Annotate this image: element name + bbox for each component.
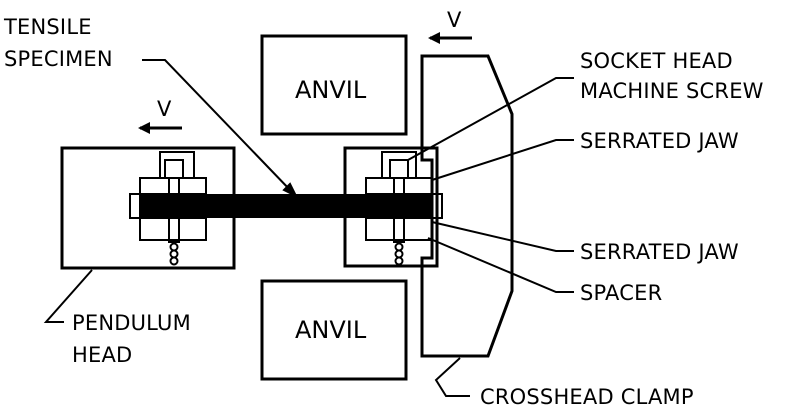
socket-head-screw-left bbox=[164, 159, 184, 266]
tensile-specimen-label-line2: SPECIMEN bbox=[4, 47, 113, 71]
velocity-label-top: V bbox=[447, 8, 462, 32]
crosshead-clamp bbox=[420, 54, 514, 358]
pendulum-head-label-line1: PENDULUM bbox=[72, 311, 191, 335]
velocity-arrow-left bbox=[138, 122, 182, 134]
serrated-jaw-upper-label: SERRATED JAW bbox=[580, 129, 739, 153]
socket-screw-label-line2: MACHINE SCREW bbox=[580, 79, 764, 103]
leader-lines bbox=[43, 59, 574, 397]
tensile-specimen-label-line1: TENSILE bbox=[3, 15, 92, 39]
velocity-label-left: V bbox=[157, 97, 172, 121]
tensile-specimen bbox=[140, 194, 432, 218]
spacer-label: SPACER bbox=[580, 281, 662, 305]
serrated-jaw-lower-label: SERRATED JAW bbox=[580, 240, 739, 264]
socket-head-screw-right bbox=[389, 159, 409, 266]
velocity-arrow-top bbox=[428, 32, 472, 44]
crosshead-clamp-label: CROSSHEAD CLAMP bbox=[480, 385, 694, 409]
anvil-bottom-label: ANVIL bbox=[295, 316, 367, 344]
anvil-top bbox=[260, 34, 408, 136]
socket-screw-label-line1: SOCKET HEAD bbox=[580, 49, 733, 73]
anvil-bottom bbox=[260, 279, 408, 381]
pendulum-head-label-line2: HEAD bbox=[72, 343, 132, 367]
anvil-top-label: ANVIL bbox=[295, 76, 367, 104]
